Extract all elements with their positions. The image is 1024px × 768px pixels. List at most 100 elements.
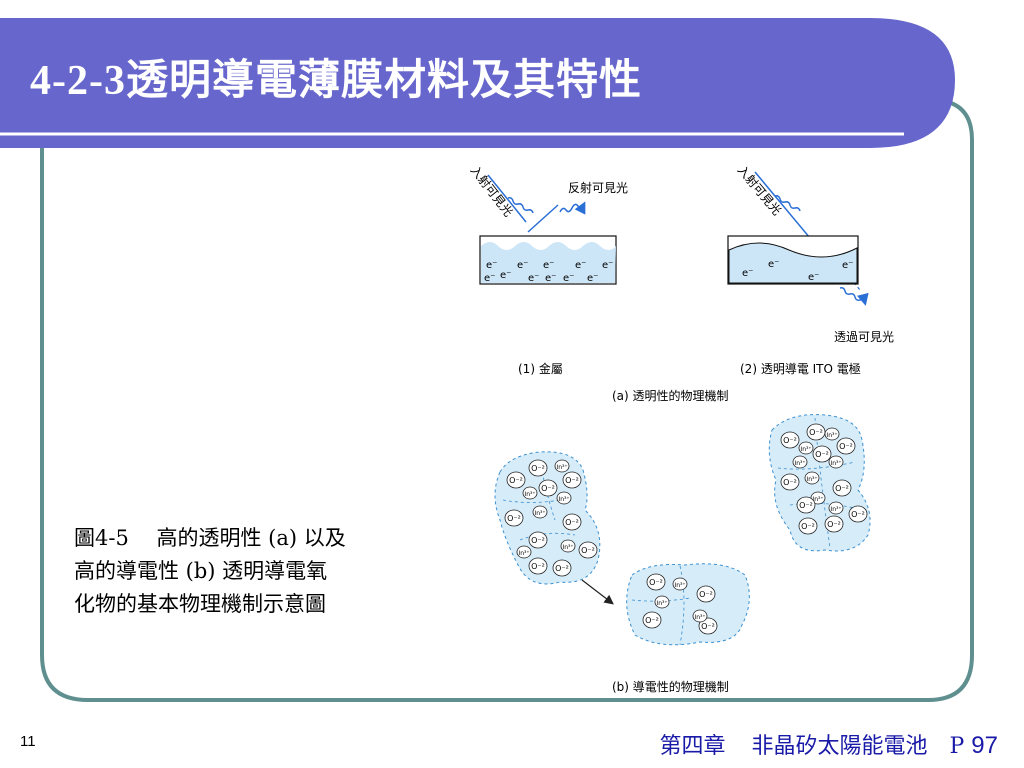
oxygen-ion-label: O⁻² xyxy=(809,428,823,437)
oxygen-ion-shape xyxy=(780,473,800,491)
oxygen-ion: O⁻² xyxy=(578,541,598,559)
oxygen-ion-label: O⁻² xyxy=(835,484,849,493)
indium-ion: In³⁺ xyxy=(516,545,532,559)
footer-chapter: 第四章 xyxy=(659,734,726,759)
oxygen-ion: O⁻² xyxy=(796,496,816,514)
indium-ion: In³⁺ xyxy=(522,486,538,500)
indium-ion: In³⁺ xyxy=(798,441,814,455)
indium-ion-label: In³⁺ xyxy=(826,432,837,439)
oxygen-ion: O⁻² xyxy=(696,585,716,603)
oxygen-ion-shape xyxy=(832,479,852,497)
grain-boundary xyxy=(626,563,750,646)
oxygen-ion-shape xyxy=(796,496,816,514)
oxygen-ion-shape xyxy=(698,617,718,635)
indium-ion: In³⁺ xyxy=(804,471,820,485)
oxygen-ion-label: O⁻² xyxy=(799,501,813,510)
indium-ion-shape xyxy=(560,539,576,553)
metal-incident-label: 入射可見光 xyxy=(468,163,517,220)
indium-ion-shape xyxy=(672,577,688,591)
oxygen-ion: O⁻² xyxy=(832,479,852,497)
indium-ion-shape xyxy=(792,455,808,469)
caption-line: 化物的基本物理機制示意圖 xyxy=(74,592,326,616)
slide-number: 11 xyxy=(20,733,36,750)
indium-ion-shape xyxy=(532,505,548,519)
content-frame xyxy=(40,98,974,702)
oxygen-ion-label: O⁻² xyxy=(649,578,663,587)
metal-caption: (1) 金屬 xyxy=(518,361,563,376)
metal-reflected-wave xyxy=(559,201,586,215)
oxygen-ion: O⁻² xyxy=(504,509,524,527)
ito-incident-label: 入射可見光 xyxy=(735,162,785,218)
metal-electron: e⁻ xyxy=(563,273,574,284)
ito-transmitted-label: 透過可見光 xyxy=(834,330,894,344)
oxygen-ion-shape xyxy=(646,573,666,591)
grain-boundary-inner xyxy=(777,417,863,549)
ito-electron: e⁻ xyxy=(768,259,779,270)
indium-ion-shape xyxy=(522,486,538,500)
indium-ion-shape xyxy=(554,459,570,473)
panel-a-caption: (a) 透明性的物理機制 xyxy=(612,388,729,403)
oxygen-ion-label: O⁻² xyxy=(509,476,523,485)
oxygen-ion: O⁻² xyxy=(798,517,818,535)
oxygen-ion-shape xyxy=(578,541,598,559)
indium-ion-shape xyxy=(516,545,532,559)
oxygen-ion-shape xyxy=(562,471,582,489)
grain-cluster-bottom xyxy=(626,563,750,646)
oxygen-ion-label: O⁻² xyxy=(565,518,579,527)
oxygen-ion: O⁻² xyxy=(528,557,548,575)
oxygen-ion-shape xyxy=(780,431,800,449)
indium-ion-shape xyxy=(654,595,670,609)
indium-ion-shape xyxy=(824,427,840,441)
slide-title: 4-2-3透明導電薄膜材料及其特性 xyxy=(30,58,642,104)
oxygen-ion-label: O⁻² xyxy=(541,484,555,493)
oxygen-ion-label: O⁻² xyxy=(555,564,569,573)
indium-ion-label: In³⁺ xyxy=(656,600,667,607)
ito-electron: e⁻ xyxy=(808,272,819,283)
indium-ion-label: In³⁺ xyxy=(558,496,569,503)
oxygen-ion-shape xyxy=(798,517,818,535)
oxygen-ion-label: O⁻² xyxy=(839,442,853,451)
grain-boundary-inner xyxy=(631,565,691,646)
oxygen-ion: O⁻² xyxy=(642,611,662,629)
oxygen-ion-shape xyxy=(552,559,572,577)
oxygen-ion: O⁻² xyxy=(646,573,666,591)
metal-electron: e⁻ xyxy=(500,270,511,281)
metal-electron: e⁻ xyxy=(575,260,586,271)
metal-electron: e⁻ xyxy=(484,273,495,284)
oxygen-ion-shape xyxy=(824,515,844,533)
metal-electron: e⁻ xyxy=(528,273,539,284)
indium-ion: In³⁺ xyxy=(672,577,688,591)
footer-page-number: 97 xyxy=(971,732,998,759)
oxygen-ion-label: O⁻² xyxy=(699,590,713,599)
metal-electron: e⁻ xyxy=(545,273,556,284)
oxygen-ion: O⁻² xyxy=(552,559,572,577)
oxygen-ion: O⁻² xyxy=(562,471,582,489)
oxygen-ion: O⁻² xyxy=(836,437,856,455)
indium-ion-shape xyxy=(828,455,844,469)
ito-electron: e⁻ xyxy=(742,268,753,279)
indium-ion-label: In³⁺ xyxy=(812,496,823,503)
metal-film-surface xyxy=(481,242,616,283)
indium-ion: In³⁺ xyxy=(654,595,670,609)
title-bar xyxy=(0,18,955,148)
indium-ion-label: In³⁺ xyxy=(694,614,705,621)
oxygen-ion-shape xyxy=(538,479,558,497)
oxygen-ion-shape xyxy=(642,611,662,629)
oxygen-ion-label: O⁻² xyxy=(783,436,797,445)
oxygen-ion: O⁻² xyxy=(698,617,718,635)
oxygen-ion-shape xyxy=(506,471,526,489)
indium-ion-label: In³⁺ xyxy=(524,491,535,498)
oxygen-ion-shape xyxy=(528,531,548,549)
oxygen-ion: O⁻² xyxy=(528,459,548,477)
metal-incident-ray xyxy=(487,174,527,223)
oxygen-ion: O⁻² xyxy=(538,479,558,497)
caption-line: 高的導電性 (b) 透明導電氧 xyxy=(74,559,328,583)
panel-b-caption: (b) 導電性的物理機制 xyxy=(612,679,729,694)
indium-ion: In³⁺ xyxy=(556,491,572,505)
ito-film-surface xyxy=(728,242,858,284)
ito-diagram: 入射可見光 e⁻ e⁻ e⁻ e⁻ 透過可見光 (2) 透明導電 ITO 電極 xyxy=(727,162,894,376)
indium-ion-label: In³⁺ xyxy=(830,506,841,513)
